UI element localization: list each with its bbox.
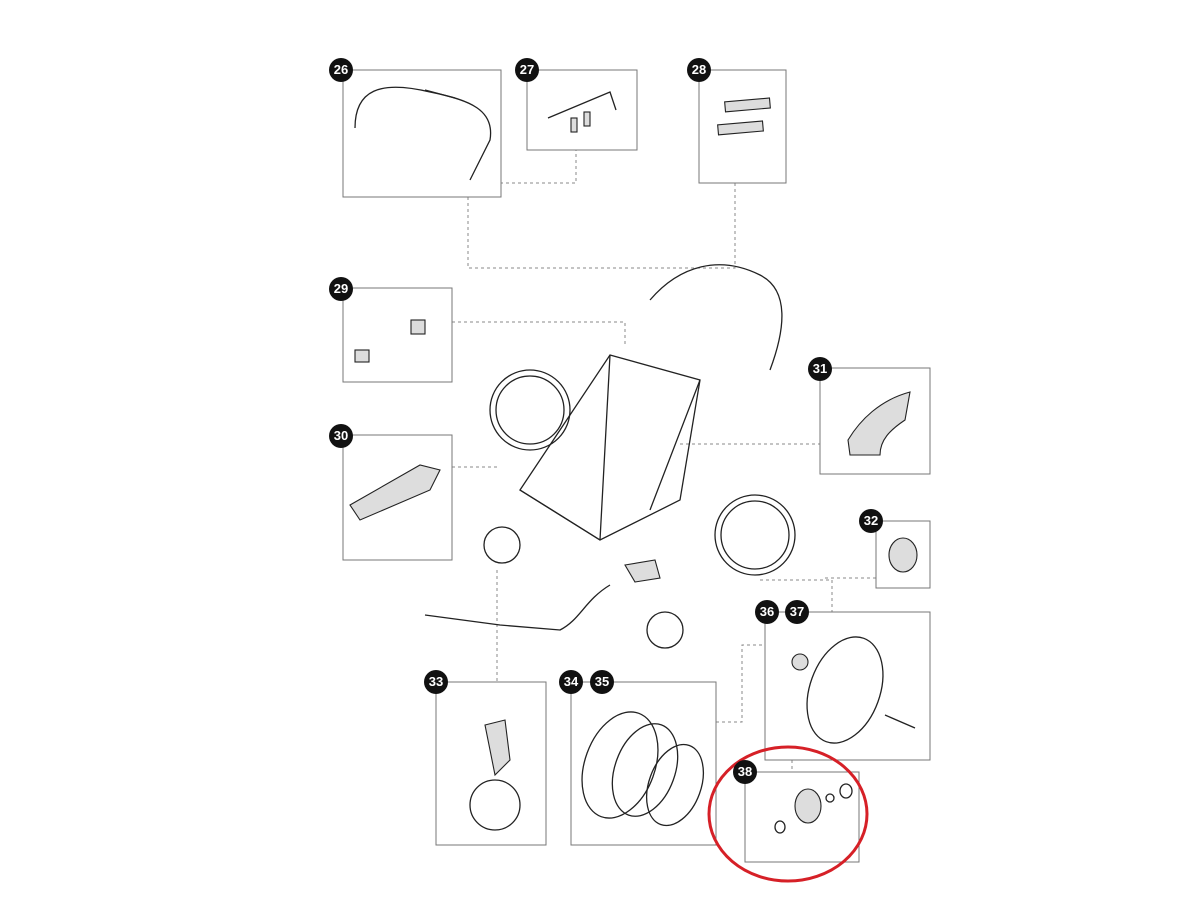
hex-key-part — [547, 91, 617, 119]
part-number-badge[interactable]: 30 — [329, 424, 353, 448]
part-number-badge[interactable]: 35 — [590, 670, 614, 694]
part-number-badge[interactable]: 32 — [859, 509, 883, 533]
part-number-badge[interactable]: 37 — [785, 600, 809, 624]
part-number-badge[interactable]: 28 — [687, 58, 711, 82]
box-26 — [342, 69, 502, 198]
main-assembly — [424, 264, 796, 649]
part-number-badge[interactable]: 31 — [808, 357, 832, 381]
box-27 — [526, 69, 638, 151]
part-number-badge[interactable]: 36 — [755, 600, 779, 624]
part-number-badge[interactable]: 33 — [424, 670, 448, 694]
part-number-badge-highlighted[interactable]: 38 — [733, 760, 757, 784]
part-number-badge[interactable]: 27 — [515, 58, 539, 82]
part-number-badge[interactable]: 29 — [329, 277, 353, 301]
box-28 — [698, 69, 787, 184]
part-number-badge[interactable]: 34 — [559, 670, 583, 694]
box-36-37 — [764, 611, 931, 761]
box-34-35 — [570, 681, 717, 846]
leader-lines — [452, 150, 876, 772]
part-boxes — [342, 69, 931, 863]
box-29 — [342, 287, 453, 383]
box-33 — [435, 681, 547, 846]
highlight-circle — [707, 745, 869, 883]
part-number-badge[interactable]: 26 — [329, 58, 353, 82]
